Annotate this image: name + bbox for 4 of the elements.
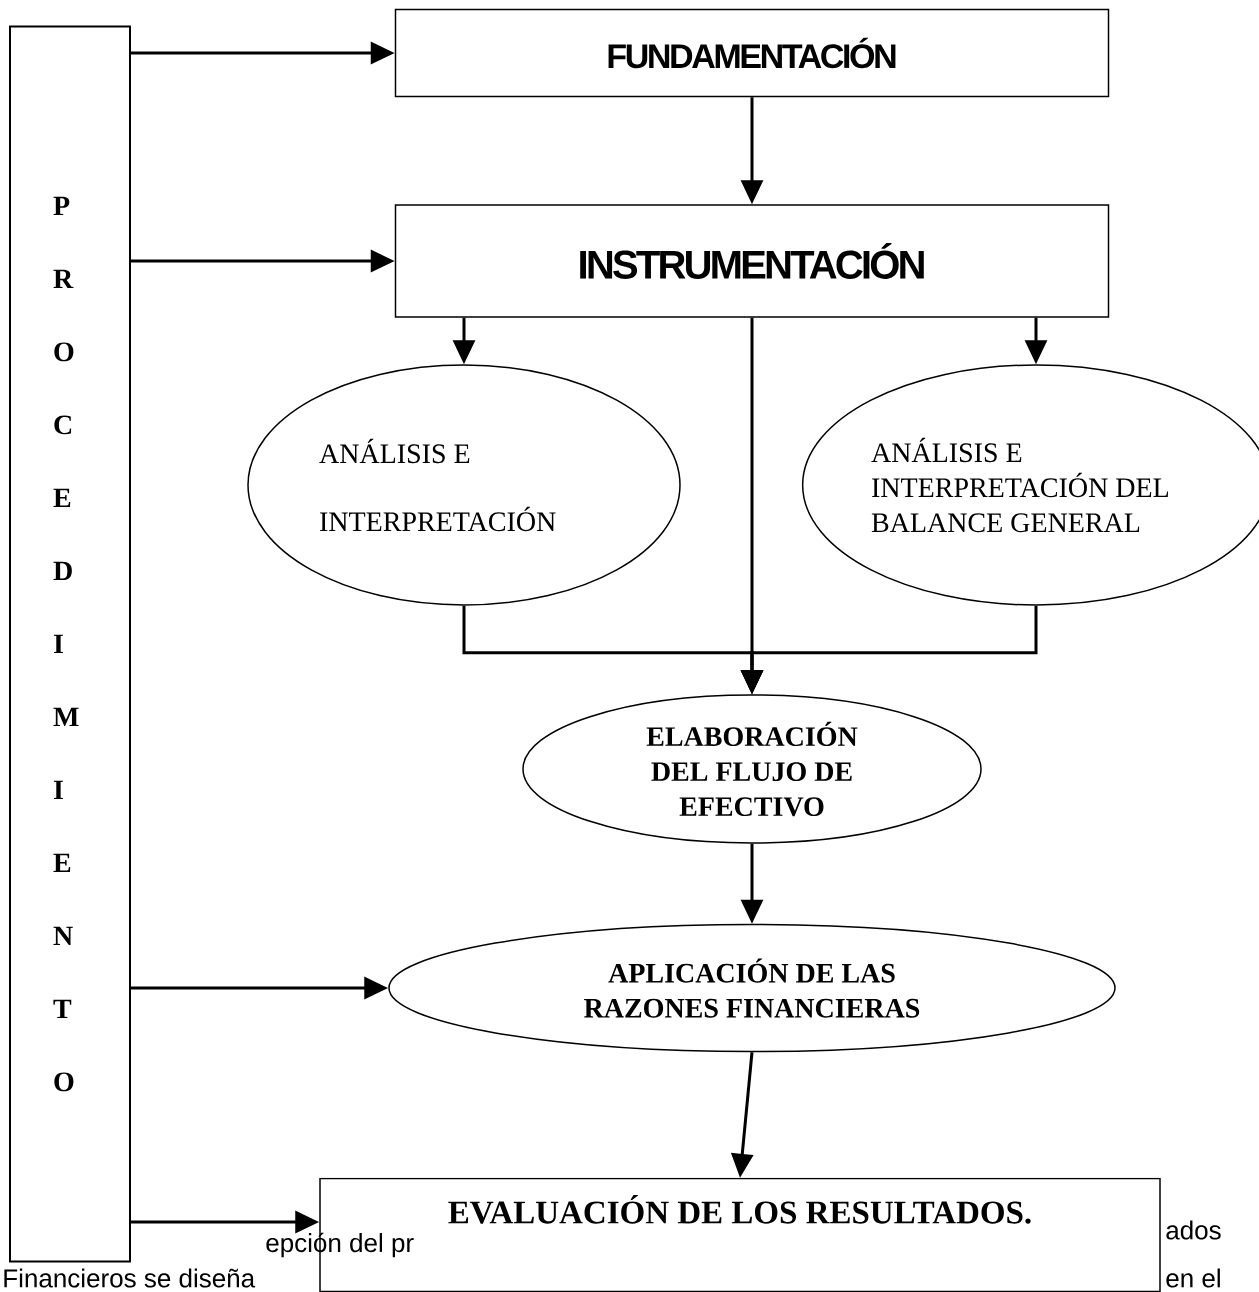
process-box: FUNDAMENTACIÓN bbox=[394, 8, 1110, 98]
body-text: Financieros se diseña bbox=[4, 1268, 256, 1288]
process-box: INSTRUMENTACIÓN bbox=[394, 204, 1110, 318]
process-box: P R O C E D I M I E N T O bbox=[9, 25, 131, 1263]
